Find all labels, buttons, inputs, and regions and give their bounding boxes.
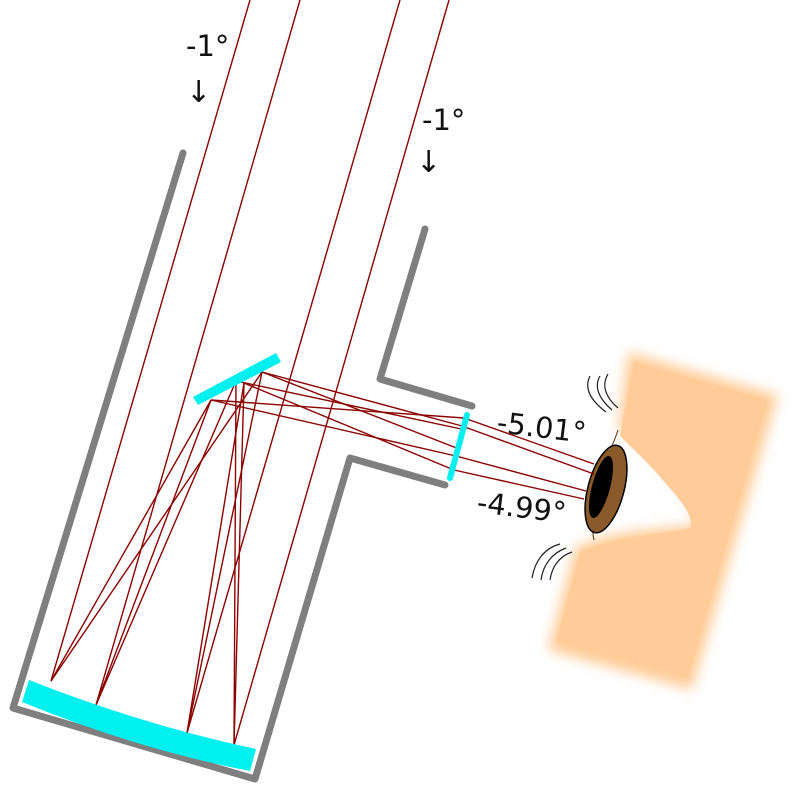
tube-left-wall (9, 149, 449, 783)
down-arrow-icon-left: ↓ (186, 75, 211, 110)
pupil (588, 456, 614, 518)
ray-out-3 (243, 382, 455, 471)
ray-incoming-1 (50, 0, 251, 682)
ray-reflect-2 (95, 399, 212, 706)
ray-reflect-5 (95, 380, 237, 706)
light-rays (50, 0, 595, 746)
primary-mirror (22, 680, 256, 771)
eyepiece-lens (447, 412, 470, 481)
face-skin-core (556, 362, 768, 678)
ray-reflect-7 (186, 382, 245, 734)
ray-eye-1 (463, 417, 595, 465)
ray-out-4 (235, 380, 467, 431)
telescope-tube (9, 149, 476, 783)
ray-eye-2 (461, 425, 595, 475)
ray-reflect-8 (233, 380, 237, 746)
secondary-mirror (193, 353, 281, 405)
upper-eyelashes (587, 373, 619, 413)
ray-reflect-4 (233, 382, 245, 746)
observer-face (531, 352, 778, 690)
down-arrow-icon-right: ↓ (416, 145, 441, 180)
ray-reflect-1 (50, 371, 263, 682)
incoming-angle-left-label: -1° (186, 29, 229, 63)
ray-eye-3 (455, 455, 587, 492)
ray-eye-4 (453, 469, 585, 500)
tube-right-wall (376, 225, 476, 410)
ray-out-6 (210, 399, 457, 457)
ray-incoming-3 (186, 0, 401, 734)
incoming-angle-right-label: -1° (422, 103, 465, 137)
ray-incoming-4 (233, 0, 450, 746)
ray-incoming-2 (95, 0, 301, 706)
lower-eyelashes (531, 543, 573, 581)
ray-reflect-3 (186, 371, 263, 734)
ray-out-5 (261, 371, 463, 427)
ray-reflect-6 (50, 399, 212, 682)
